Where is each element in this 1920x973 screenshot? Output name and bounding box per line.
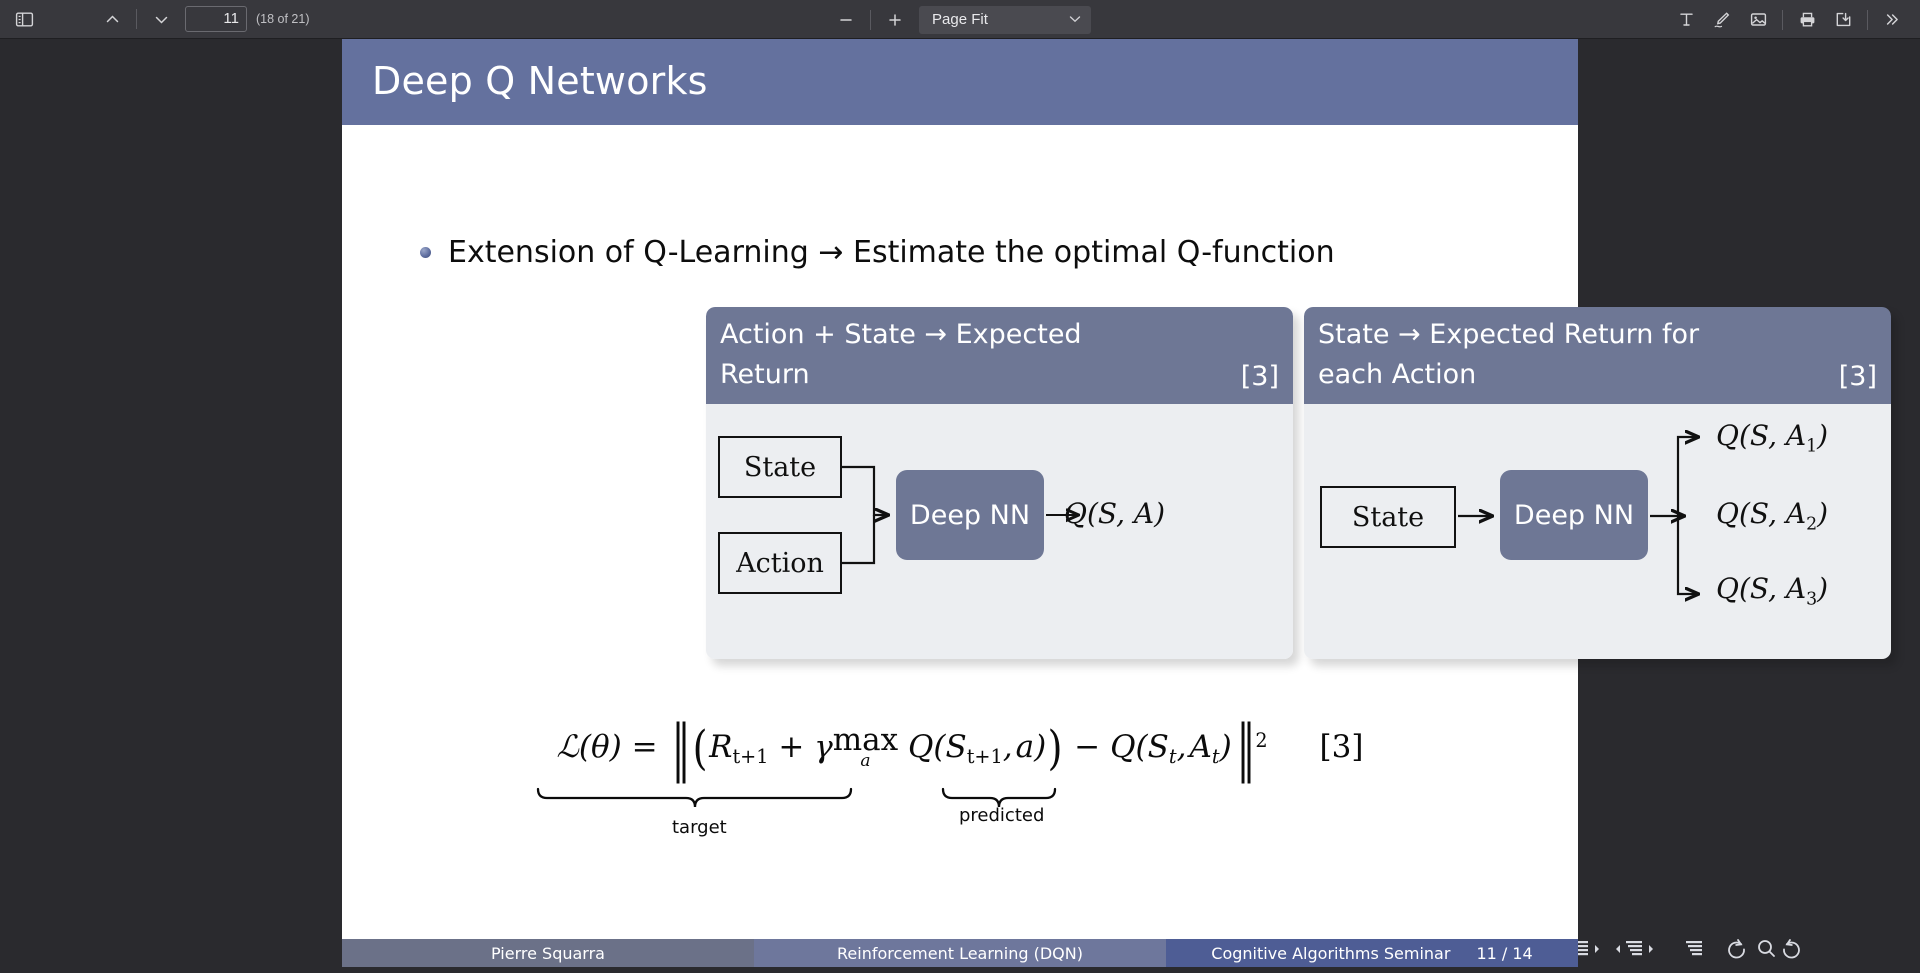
forward-icon (1783, 941, 1800, 959)
toolbar-divider (136, 9, 137, 29)
block-right-heading-line2: each Action (1318, 358, 1477, 390)
bullet-dot-icon (420, 247, 431, 258)
diagram-output-q: Q(S, A) (1064, 497, 1166, 531)
footer-page-number: 11 / 14 (1476, 943, 1533, 963)
formula-reference: [3] (1319, 729, 1364, 765)
diagram-deep-nn: Deep NN (896, 470, 1044, 561)
chevron-down-icon (1069, 14, 1081, 26)
zoom-level-label: Page Fit (932, 11, 988, 28)
zoom-controls: Page Fit (828, 0, 1091, 39)
section-current-icon (1626, 941, 1642, 956)
formula-paren-open: ( (692, 721, 708, 775)
diagram-connectors-right (1458, 404, 1891, 659)
page-title: Deep Q Networks (372, 59, 708, 103)
block-left-reference: [3] (1240, 360, 1279, 392)
print-icon[interactable] (1791, 6, 1823, 34)
slide-footer: Pierre Squarra Reinforcement Learning (D… (342, 939, 1578, 967)
footer-title: Reinforcement Learning (DQN) (754, 939, 1166, 967)
search-icon (1758, 940, 1772, 954)
formula-minus: − (1064, 729, 1111, 765)
toolbar-right-tools (1668, 0, 1910, 39)
formula-max-operator: max a (832, 722, 899, 771)
formula-reward-term: Rt+1 (709, 729, 769, 768)
formula-predicted-label: predicted (959, 805, 1045, 826)
block-left-heading-line2: Return (720, 358, 810, 390)
block-right-heading: State → Expected Return for each Action … (1304, 307, 1891, 405)
image-tool-icon[interactable] (1742, 6, 1774, 34)
formula-paren-close: ) (1047, 721, 1063, 775)
block-right-reference: [3] (1838, 360, 1877, 392)
block-left-heading-line1: Action + State → Expected (720, 319, 1082, 350)
diagram-output-q2-text: Q(S, A2) (1716, 497, 1829, 535)
save-icon[interactable] (1827, 6, 1859, 34)
footer-institute: Cognitive Algorithms Seminar (1211, 943, 1451, 963)
formula-q-next: Q(St+1, a) (898, 729, 1047, 768)
diagram-output-q3: Q(S, A3) (1716, 572, 1828, 610)
diagram-output-q2: Q(S, A2) (1716, 497, 1828, 535)
text-tool-icon[interactable] (1670, 6, 1702, 34)
footer-author: Pierre Squarra (342, 939, 754, 967)
diagram-output-q3-text: Q(S, A3) (1716, 572, 1829, 610)
page-number-input[interactable]: 11 (185, 6, 247, 32)
diagram-box-action: Action (718, 532, 842, 595)
zoom-out-button[interactable] (830, 6, 862, 34)
diagram-output-q1-text: Q(S, A1) (1716, 419, 1829, 457)
pdf-viewer-toolbar: 11 (18 of 21) Page Fit (0, 0, 1920, 39)
previous-page-button[interactable] (96, 5, 128, 33)
forward-arrow-head (1785, 939, 1793, 946)
zoom-level-select[interactable]: Page Fit (919, 5, 1091, 34)
toolbar-divider (1867, 9, 1868, 30)
subsection-next-icon (1595, 945, 1599, 953)
formula-braces (536, 787, 1057, 808)
block-state-actions: State → Expected Return for each Action … (1304, 307, 1891, 659)
section-prev-icon (1616, 945, 1620, 953)
pdf-page: Deep Q Networks Extension of Q-Learning … (342, 39, 1891, 967)
formula-exponent: 2 (1255, 729, 1268, 752)
diagram-deep-nn: Deep NN (1500, 470, 1648, 561)
formula-q-predicted: Q(St, At) (1110, 729, 1232, 768)
slide-title-banner (342, 39, 1578, 125)
formula-norm-open: ‖ (672, 711, 691, 784)
diagram-box-state: State (1320, 486, 1456, 549)
subsection-current-icon (1572, 941, 1588, 956)
formula-target-label: target (672, 817, 727, 838)
page-count-label: (18 of 21) (256, 12, 310, 26)
sidebar-toggle-icon[interactable] (8, 5, 40, 33)
block-right-body: State Deep NN Q(S, A1) Q(S, A2) Q(S, A3) (1304, 404, 1891, 659)
back-icon (1728, 941, 1745, 959)
bullet-item: Extension of Q-Learning → Estimate the o… (420, 235, 1335, 270)
page-navigation-group: 11 (18 of 21) (94, 5, 310, 33)
block-left-body: State Action Deep NN Q(S, A) (706, 404, 1293, 659)
formula-max-label: max (832, 722, 899, 758)
diagram-box-state: State (718, 436, 842, 499)
diagram-output-q1: Q(S, A1) (1716, 419, 1828, 457)
loss-formula-expression: ℒ(θ) = ‖ ( Rt+1 + γ max a Q(St+1, a) ) −… (556, 711, 1364, 784)
back-arrow-head (1735, 939, 1743, 946)
loss-formula: ℒ(θ) = ‖ ( Rt+1 + γ max a Q(St+1, a) ) −… (342, 711, 1578, 838)
search-handle (1768, 950, 1775, 957)
pdf-viewer-canvas[interactable]: Deep Q Networks Extension of Q-Learning … (0, 39, 1920, 973)
more-tools-icon[interactable] (1876, 6, 1908, 34)
section-next-icon (1649, 945, 1653, 953)
formula-max-subscript: a (860, 750, 871, 771)
draw-tool-icon[interactable] (1706, 6, 1738, 34)
doc-home-icon (1686, 941, 1702, 956)
toolbar-divider (1782, 9, 1783, 30)
formula-gamma: γ (814, 729, 833, 765)
diagram-connectors-left (842, 466, 1293, 565)
bullet-text: Extension of Q-Learning → Estimate the o… (448, 235, 1335, 270)
block-left-heading: Action + State → Expected Return [3] (706, 307, 1293, 405)
block-right-heading-line1: State → Expected Return for (1318, 319, 1700, 350)
block-action-state: Action + State → Expected Return [3] Sta… (706, 307, 1293, 659)
footer-institute-group: Cognitive Algorithms Seminar 11 / 14 (1166, 939, 1578, 967)
formula-norm-close: ‖ (1236, 711, 1255, 784)
zoom-in-button[interactable] (879, 6, 911, 34)
formula-plus: + (768, 729, 815, 765)
formula-loss-symbol: ℒ(θ) = (556, 729, 668, 765)
toolbar-divider (870, 9, 871, 30)
next-page-button[interactable] (145, 5, 177, 33)
